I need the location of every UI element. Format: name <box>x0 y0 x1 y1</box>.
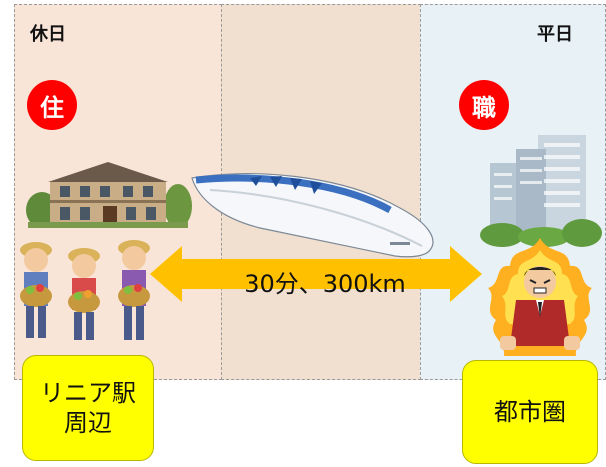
travel-time-distance: 30分、300km <box>244 270 406 298</box>
left-box-line1: リニア駅 <box>40 379 136 407</box>
maglev-train-icon <box>191 173 434 258</box>
work-badge: 職 <box>459 80 509 130</box>
city-buildings-icon <box>480 135 602 247</box>
weekday-label: 平日 <box>537 24 573 45</box>
live-badge: 住 <box>27 80 77 130</box>
house-icon <box>26 162 192 228</box>
linear-station-area-box: リニア駅 周辺 <box>22 355 154 461</box>
metropolitan-area-box: 都市圏 <box>462 360 598 464</box>
holiday-label: 休日 <box>30 24 66 45</box>
angry-businessman-icon <box>488 238 592 356</box>
double-arrow <box>150 246 482 302</box>
right-box-text: 都市圏 <box>494 398 566 426</box>
left-box-line2: 周辺 <box>64 409 112 437</box>
farmers-icon <box>20 240 150 340</box>
